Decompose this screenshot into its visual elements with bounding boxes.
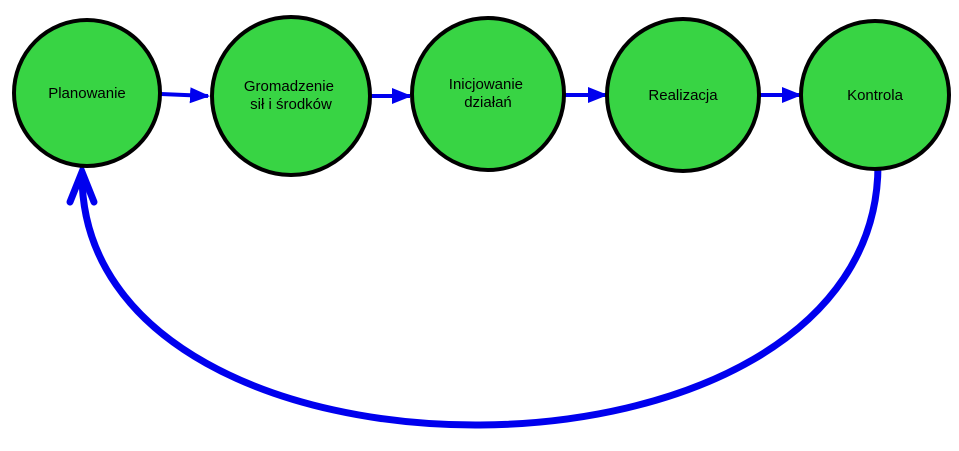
node-planowanie-circle	[12, 18, 162, 168]
node-planowanie-label: Planowanie	[48, 85, 126, 102]
node-planowanie: Planowanie	[12, 18, 162, 168]
node-kontrola: Kontrola	[799, 19, 951, 171]
node-inicjowanie-circle	[410, 16, 566, 172]
edge-planowanie-gromadzenie	[160, 87, 210, 104]
node-kontrola-circle	[799, 19, 951, 171]
node-realizacja-circle	[605, 17, 761, 173]
loop-arrowhead	[66, 162, 98, 206]
edge-kontrola-planowanie-loop	[78, 164, 882, 429]
edges-layer	[66, 87, 882, 429]
node-inicjowanie: Inicjowanie działań	[410, 16, 566, 172]
nodes-layer: Planowanie Gromadzenie sił i środków Ini…	[12, 15, 951, 177]
node-gromadzenie: Gromadzenie sił i środków	[210, 15, 372, 177]
node-gromadzenie-label: Gromadzenie sił i środków	[244, 78, 338, 113]
node-gromadzenie-circle	[210, 15, 372, 177]
node-realizacja: Realizacja	[605, 17, 761, 173]
node-kontrola-label: Kontrola	[847, 87, 904, 104]
node-inicjowanie-label: Inicjowanie działań	[449, 76, 527, 111]
node-realizacja-label: Realizacja	[648, 87, 718, 104]
